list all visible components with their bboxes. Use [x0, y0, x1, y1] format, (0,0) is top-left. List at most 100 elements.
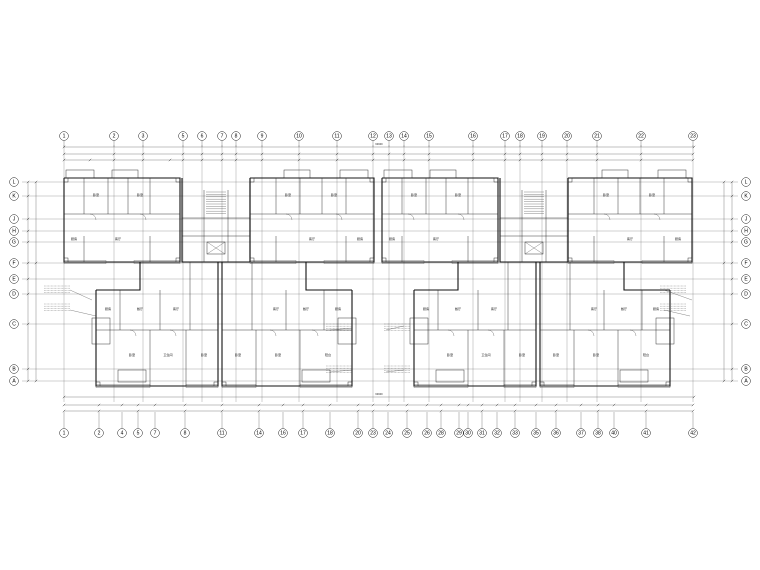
structural-column: [381, 257, 387, 263]
column-axis-top-14: 14: [399, 131, 409, 141]
dimension-tick: [26, 292, 30, 296]
column-axis-bottom-5: 5: [133, 428, 143, 438]
axis-bubble-label: A: [12, 378, 16, 384]
axis-bubble-label: F: [744, 260, 747, 266]
room-label-kitchen: 厨房: [335, 306, 341, 311]
column-axis-top-21: 21: [592, 131, 602, 141]
column-axis-top-7: 7: [217, 131, 227, 141]
axis-bubble-label: 18: [327, 430, 333, 436]
dimension-tick: [427, 152, 431, 156]
axis-bubble-label: 8: [235, 133, 238, 139]
column-axis-bottom-24: 24: [383, 428, 393, 438]
dimension-tick: [554, 403, 558, 407]
column-axis-bottom-25: 25: [402, 428, 412, 438]
dimension-tick: [471, 158, 475, 162]
room-label-dining: 餐厅: [621, 306, 627, 311]
axis-bubble-circle: [741, 376, 751, 386]
balcony: [283, 169, 311, 179]
row-axis-right-B: B: [741, 364, 751, 374]
structural-column: [249, 257, 255, 263]
column-axis-top-18: 18: [515, 131, 525, 141]
overall-dimension-top: 64600: [375, 142, 383, 146]
dimension-tick: [62, 152, 66, 156]
dimension-tick: [595, 152, 599, 156]
axis-bubble-label: 20: [355, 430, 361, 436]
dimension-tick: [371, 403, 375, 407]
dimension-tick: [220, 152, 224, 156]
building-half: [381, 169, 693, 388]
dimension-tick: [26, 229, 30, 233]
dimension-tick: [386, 403, 390, 407]
dimension-tick: [596, 403, 600, 407]
dimension-tick: [62, 409, 66, 413]
axis-bubble-circle: [383, 428, 393, 438]
room-label-bedroom: 卧室: [129, 352, 135, 357]
dimension-tick: [62, 158, 66, 162]
door-swing: [89, 213, 97, 221]
axis-bubble-label: K: [744, 193, 748, 199]
axis-bubble-circle: [9, 376, 19, 386]
row-axis-right-D: D: [741, 289, 751, 299]
room-label-living: 客厅: [273, 306, 279, 311]
column-axis-bottom-41: 41: [641, 428, 651, 438]
column-axis-bottom-38: 38: [593, 428, 603, 438]
axis-bubble-circle: [217, 428, 227, 438]
room-label-bedroom: 卧室: [447, 352, 453, 357]
dimension-tick: [257, 403, 261, 407]
balcony: [117, 369, 147, 383]
axis-bubble-circle: [551, 428, 561, 438]
dimension-tick: [730, 261, 734, 265]
axis-bubble-label: 6: [201, 133, 204, 139]
door-swing: [139, 213, 147, 221]
dimension-tick: [26, 194, 30, 198]
note-leader: [69, 289, 93, 301]
column-axis-bottom-14: 14: [254, 428, 264, 438]
column-axis-bottom-17: 17: [298, 428, 308, 438]
structural-column: [539, 381, 545, 387]
axis-bubble-circle: [402, 428, 412, 438]
axis-bubble-label: 10: [296, 133, 302, 139]
axis-bubble-label: 21: [594, 133, 600, 139]
row-axis-left-F: F: [9, 258, 19, 268]
axis-bubble-label: 41: [643, 430, 649, 436]
balcony: [65, 169, 95, 179]
dimension-tick: [120, 403, 124, 407]
axis-bubble-label: 29: [456, 430, 462, 436]
dimension-tick: [62, 395, 66, 399]
dimension-tick: [301, 409, 305, 413]
room-label-bath: 卫生间: [481, 352, 490, 357]
dimension-tick: [730, 194, 734, 198]
axis-bubble-circle: [463, 428, 473, 438]
dimension-tick: [26, 217, 30, 221]
structural-column: [687, 257, 693, 263]
structural-column: [567, 257, 573, 263]
column-axis-bottom-16: 16: [278, 428, 288, 438]
note-leader: [385, 325, 405, 331]
dimension-tick: [34, 379, 38, 383]
row-axis-right-J: J: [741, 214, 751, 224]
column-axis-top-6: 6: [197, 131, 207, 141]
dimension-tick: [402, 152, 406, 156]
axis-bubble-circle: [492, 428, 502, 438]
axis-bubble-circle: [150, 428, 160, 438]
axis-bubble-label: 35: [533, 430, 539, 436]
dimension-tick: [466, 403, 470, 407]
axis-bubble-circle: [562, 131, 572, 141]
dimension-tick: [639, 158, 643, 162]
axis-bubble-label: G: [12, 239, 16, 245]
axis-bubble-circle: [636, 131, 646, 141]
room-label-bedroom: 卧室: [519, 352, 525, 357]
axis-bubble-circle: [576, 428, 586, 438]
row-axis-right-C: C: [741, 319, 751, 329]
axis-bubble-circle: [257, 131, 267, 141]
room-label-kitchen: 厨房: [675, 236, 681, 241]
dimension-tick: [220, 403, 224, 407]
column-axis-bottom-4: 4: [117, 428, 127, 438]
dimension-tick: [722, 261, 726, 265]
axis-bubble-circle: [94, 428, 104, 438]
axis-bubble-label: D: [12, 291, 16, 297]
elevator-shaft: [206, 241, 226, 255]
axis-bubble-label: 13: [386, 133, 392, 139]
